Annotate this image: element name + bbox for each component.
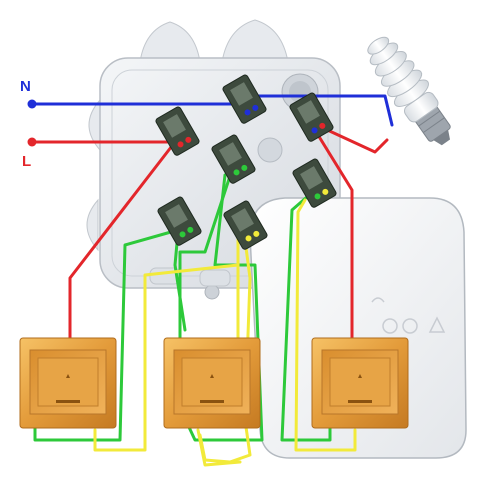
connectors: [155, 74, 337, 250]
neutral-label: N: [20, 78, 31, 95]
wires: [30, 94, 394, 467]
line-label: L: [22, 153, 31, 170]
line-wire: [30, 120, 389, 342]
connector-neutral: [222, 74, 267, 124]
switch-right[interactable]: [311, 337, 409, 429]
connector-lower-mid: [223, 200, 268, 250]
connector-lamp: [289, 92, 334, 142]
switch-left[interactable]: [19, 337, 117, 429]
line-terminal: [27, 137, 37, 147]
cfl-bulb-icon: [367, 36, 451, 146]
connector-line: [155, 106, 200, 156]
neutral-wire: [30, 94, 394, 127]
connector-center: [211, 134, 256, 184]
connector-right: [292, 158, 337, 208]
junction-box-lid: [249, 197, 467, 459]
neutral-terminal: [27, 99, 37, 109]
connector-lower-left: [157, 196, 202, 246]
yellow-wires: [93, 198, 357, 467]
switch-middle[interactable]: [163, 337, 261, 429]
